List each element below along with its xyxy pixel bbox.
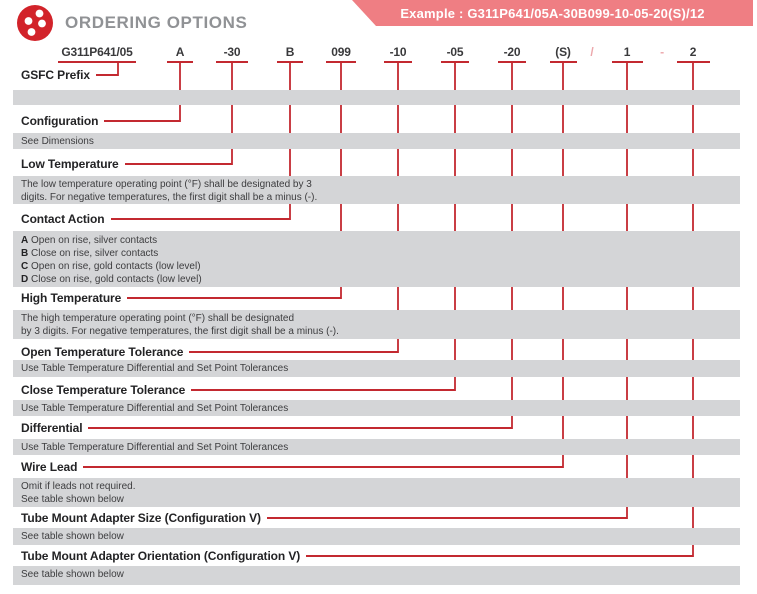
leader-line <box>124 163 232 165</box>
segment-high-temperature: 099 <box>331 45 351 59</box>
leader-line <box>266 517 627 519</box>
label-row-contact-action: Contact Action <box>21 212 290 226</box>
page-title: ORDERING OPTIONS <box>65 13 248 32</box>
leader-line <box>83 466 563 468</box>
option-text: Close on rise, silver contacts <box>31 248 159 259</box>
note-bar-open-temperature-tolerance: Use Table Temperature Differential and S… <box>13 360 740 377</box>
note-bar-contact-action: A Open on rise, silver contacts B Close … <box>13 231 740 287</box>
note-bar-configuration: See Dimensions <box>13 133 740 149</box>
label-row-differential: Differential <box>21 421 512 435</box>
label-row-close-temperature-tolerance: Close Temperature Tolerance <box>21 383 455 397</box>
label-row-low-temperature: Low Temperature <box>21 157 232 171</box>
option-code: C <box>21 261 29 272</box>
segment-separator-dash: - <box>660 45 664 59</box>
segment-configuration: A <box>175 45 185 59</box>
segment-low-temperature: -30 <box>223 45 241 59</box>
option-text: Open on rise, gold contacts (low level) <box>31 261 201 272</box>
note-bar-tube-mount-adapter-size: See table shown below <box>13 528 740 545</box>
note-bar-empty <box>13 90 740 105</box>
note-bar-low-temperature: The low temperature operating point (°F)… <box>13 176 740 204</box>
section-label: Tube Mount Adapter Orientation (Configur… <box>21 549 301 563</box>
section-label: Tube Mount Adapter Size (Configuration V… <box>21 511 261 525</box>
section-label: Wire Lead <box>21 460 78 474</box>
note-bar-differential: Use Table Temperature Differential and S… <box>13 439 740 455</box>
note-text: by 3 digits. For negative temperatures, … <box>21 326 339 337</box>
note-bar-tube-mount-adapter-orientation: See table shown below <box>13 566 740 585</box>
note-text: The low temperature operating point (°F)… <box>21 179 312 190</box>
label-row-high-temperature: High Temperature <box>21 291 341 305</box>
section-label: Open Temperature Tolerance <box>21 345 184 359</box>
label-row-open-temperature-tolerance: Open Temperature Tolerance <box>21 345 398 359</box>
label-row-tube-mount-adapter-orientation: Tube Mount Adapter Orientation (Configur… <box>21 549 693 563</box>
section-label: Configuration <box>21 114 99 128</box>
contact-option: B Close on rise, silver contacts <box>21 247 740 260</box>
segment-separator-slash: / <box>590 45 594 59</box>
segment-contact-action: B <box>285 45 295 59</box>
note-text: See table shown below <box>21 494 124 505</box>
option-text: Open on rise, silver contacts <box>31 235 158 246</box>
leader-line <box>189 351 398 353</box>
leader-line <box>127 297 341 299</box>
contact-option: A Open on rise, silver contacts <box>21 234 740 247</box>
leader-line <box>104 120 180 122</box>
contact-option: D Close on rise, gold contacts (low leve… <box>21 273 740 286</box>
label-row-tube-mount-adapter-size: Tube Mount Adapter Size (Configuration V… <box>21 511 627 525</box>
label-row-gsfc-prefix: GSFC Prefix <box>21 68 118 82</box>
note-text: See Dimensions <box>21 136 94 147</box>
note-text: Use Table Temperature Differential and S… <box>21 442 289 453</box>
segment-open-tolerance: -10 <box>389 45 407 59</box>
section-label: Contact Action <box>21 212 105 226</box>
section-label: Differential <box>21 421 83 435</box>
segment-wire-lead: (S) <box>555 45 571 59</box>
note-text: See table shown below <box>21 569 124 580</box>
option-code: A <box>21 235 29 246</box>
note-bar-close-temperature-tolerance: Use Table Temperature Differential and S… <box>13 400 740 416</box>
note-bar-high-temperature: The high temperature operating point (°F… <box>13 310 740 339</box>
example-banner: Example : G311P641/05A-30B099-10-05-20(S… <box>352 0 753 26</box>
note-text: digits. For negative temperatures, the f… <box>21 192 318 203</box>
segment-adapter-size: 1 <box>623 45 631 59</box>
segment-gsfc-prefix: G311P641/05 <box>61 45 133 59</box>
label-row-configuration: Configuration <box>21 114 180 128</box>
note-text: Use Table Temperature Differential and S… <box>21 363 289 374</box>
leader-line <box>306 555 693 557</box>
section-label: Low Temperature <box>21 157 119 171</box>
example-part-number: Example : G311P641/05A-30B099-10-05-20(S… <box>400 5 705 21</box>
segment-differential: -20 <box>503 45 521 59</box>
leader-line <box>88 427 512 429</box>
contact-option: C Open on rise, gold contacts (low level… <box>21 260 740 273</box>
note-text: Use Table Temperature Differential and S… <box>21 403 289 414</box>
brand-logo-icon <box>16 4 56 44</box>
note-text: The high temperature operating point (°F… <box>21 313 295 324</box>
note-text: See table shown below <box>21 531 124 542</box>
option-code: B <box>21 248 29 259</box>
leader-line <box>191 389 455 391</box>
leader-line <box>95 74 118 76</box>
section-label: GSFC Prefix <box>21 68 90 82</box>
segment-close-tolerance: -05 <box>446 45 464 59</box>
note-text: Omit if leads not required. <box>21 481 136 492</box>
section-label: Close Temperature Tolerance <box>21 383 186 397</box>
note-bar-wire-lead: Omit if leads not required. See table sh… <box>13 478 740 507</box>
label-row-wire-lead: Wire Lead <box>21 460 563 474</box>
section-label: High Temperature <box>21 291 122 305</box>
leader-line <box>110 218 290 220</box>
segment-adapter-orientation: 2 <box>689 45 697 59</box>
option-text: Close on rise, gold contacts (low level) <box>31 274 202 285</box>
option-code: D <box>21 274 29 285</box>
